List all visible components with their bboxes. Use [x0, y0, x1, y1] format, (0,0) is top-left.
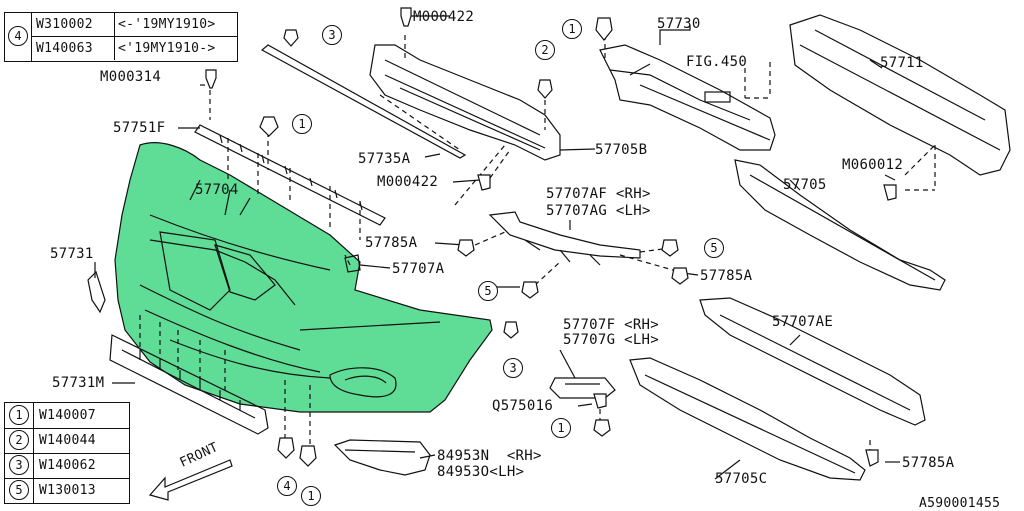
label-57785a-3: 57785A [902, 455, 955, 471]
variant-row: W140063 <'19MY1910-> [32, 37, 237, 60]
label-fig450: FIG.450 [686, 54, 748, 70]
legend-row: 3 W140062 [5, 453, 129, 479]
label-57751f: 57751F [113, 120, 166, 136]
callout-1: 1 [551, 418, 571, 438]
callout-2: 2 [535, 40, 555, 60]
label-m000314: M000314 [100, 69, 162, 85]
label-q575016: Q575016 [492, 398, 554, 414]
legend-row: 2 W140044 [5, 428, 129, 454]
callout-1: 1 [292, 114, 312, 134]
label-57705: 57705 [783, 177, 827, 193]
legend-row: 1 W140007 [5, 403, 129, 429]
callout-3: 3 [9, 455, 29, 475]
callout-3: 3 [322, 25, 342, 45]
callout-5: 5 [704, 238, 724, 258]
label-57705c: 57705C [715, 471, 768, 487]
clip-icon [277, 437, 295, 459]
legend-code: W130013 [39, 483, 96, 498]
legend-code: W140007 [39, 408, 96, 423]
clip-icon [671, 267, 689, 285]
callout-5: 5 [9, 480, 29, 500]
variant-note: <-'19MY1910> [118, 17, 216, 32]
label-m000422-top: M000422 [413, 9, 475, 25]
clip-icon [537, 79, 553, 99]
clip-icon [259, 116, 279, 137]
callout-1: 1 [9, 405, 29, 425]
clip-icon [521, 281, 539, 299]
diagram-id: A590001455 [919, 496, 1001, 511]
variant-row: W310002 <-'19MY1910> [32, 13, 237, 37]
label-57707af: 57707AF <RH> [546, 186, 651, 202]
clip-icon [593, 419, 611, 437]
bolt-icon [883, 184, 897, 201]
callout-1: 1 [301, 486, 321, 506]
front-bumper-cover [114, 142, 493, 413]
legend-code: W140062 [39, 458, 96, 473]
clip-icon [299, 445, 317, 467]
label-57785a-2: 57785A [700, 268, 753, 284]
legend-row: 5 W130013 [5, 478, 129, 503]
clip-icon [503, 321, 519, 339]
label-57707a: 57707A [392, 261, 445, 277]
clip-icon [283, 29, 299, 47]
callout-5: 5 [478, 281, 498, 301]
label-57730: 57730 [657, 16, 701, 32]
bolt-icon [400, 7, 412, 27]
label-m000422-mid: M000422 [377, 174, 439, 190]
callout-4: 4 [277, 476, 297, 496]
label-57707f: 57707F <RH> [563, 317, 660, 333]
callout-4: 4 [8, 26, 28, 46]
label-57707ae: 57707AE [772, 314, 834, 330]
label-m060012: M060012 [842, 157, 904, 173]
label-57704: 57704 [195, 182, 239, 198]
variant-code: W310002 [36, 17, 93, 32]
label-57711: 57711 [880, 55, 924, 71]
label-84953o: 84953O<LH> [437, 464, 525, 480]
bolt-icon [477, 174, 491, 191]
callout-3: 3 [503, 358, 523, 378]
callout-1: 1 [562, 19, 582, 39]
label-57735a: 57735A [358, 151, 411, 167]
label-57731: 57731 [50, 246, 94, 262]
fastener-legend-table: 1 W140007 2 W140044 3 W140062 5 W130013 [4, 402, 130, 504]
clip-icon [661, 239, 679, 257]
label-57707g: 57707G <LH> [563, 332, 660, 348]
variant-table: 4 W310002 <-'19MY1910> W140063 <'19MY191… [4, 12, 238, 62]
label-57731m: 57731M [52, 375, 105, 391]
clip-icon [457, 239, 475, 257]
label-57705b: 57705B [595, 142, 648, 158]
variant-ref-cell: 4 [5, 13, 32, 61]
legend-code: W140044 [39, 433, 96, 448]
variant-code: W140063 [36, 41, 93, 56]
label-57707ag: 57707AG <LH> [546, 203, 651, 219]
clip-icon [865, 449, 879, 467]
callout-2: 2 [9, 430, 29, 450]
bolt-icon [593, 393, 607, 409]
variant-note: <'19MY1910-> [118, 41, 216, 56]
clip-icon [595, 17, 613, 41]
label-57785a-1: 57785A [365, 235, 418, 251]
label-84953n: 84953N <RH> [437, 448, 542, 464]
bolt-icon [205, 69, 217, 89]
